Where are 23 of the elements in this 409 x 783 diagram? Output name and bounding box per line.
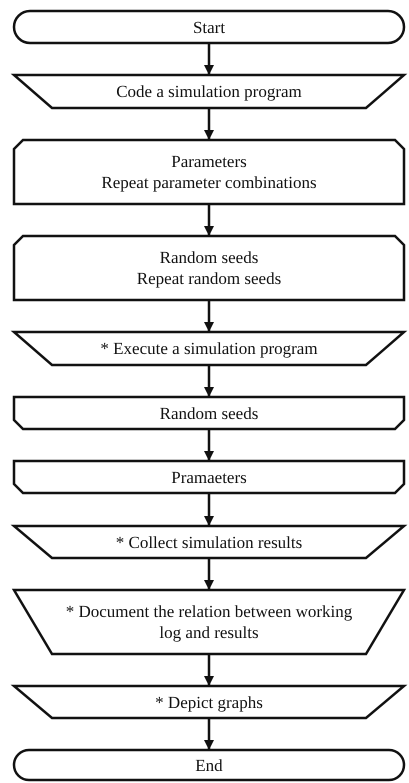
arrow (204, 558, 214, 590)
arrow (204, 718, 214, 750)
step-text: Random seeds (160, 247, 258, 268)
step-text: * Document the relation between working log and results (64, 601, 354, 643)
arrow (204, 300, 214, 332)
step-text: Repeat parameter combinations (101, 172, 317, 193)
step-text: Pramaeters (171, 466, 247, 488)
arrow (204, 365, 214, 397)
arrow (204, 43, 214, 75)
step-text: Repeat random seeds (136, 268, 282, 289)
step-text: Parameters (171, 151, 247, 172)
step-text: End (195, 754, 223, 776)
arrow (204, 493, 214, 526)
arrow (204, 429, 214, 461)
step-text: * Execute a simulation program (100, 338, 318, 359)
step-text: * Depict graphs (155, 692, 263, 712)
arrow (204, 108, 214, 140)
step-text: Start (192, 16, 226, 38)
step-text: Code a simulation program (116, 81, 302, 102)
step-text: Random seeds (160, 402, 258, 424)
arrow (204, 654, 214, 686)
arrow (204, 204, 214, 236)
step-text: * Collect simulation results (116, 532, 302, 552)
